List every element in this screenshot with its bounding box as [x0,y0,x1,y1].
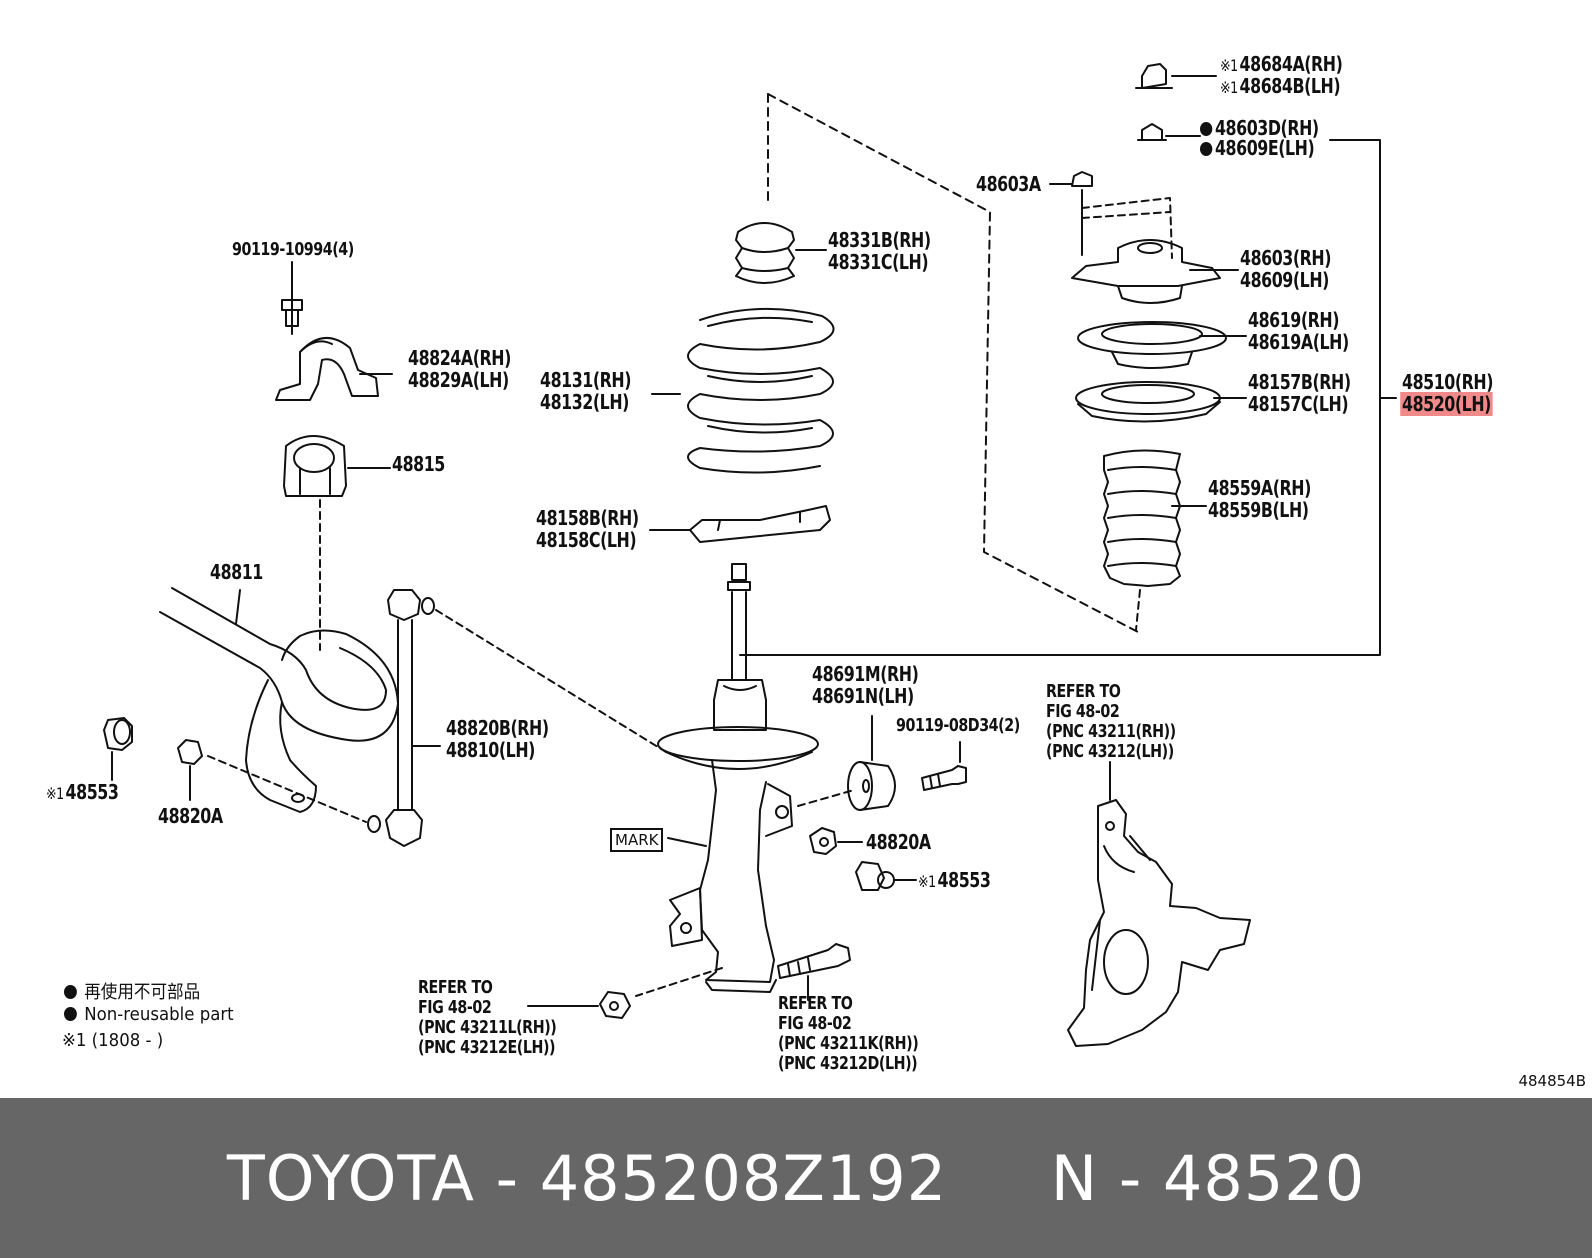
coil-spring-icon [651,307,835,474]
label-48331b: 48331B(RH) [828,228,931,252]
legend-non-reusable: Non-reusable part [64,1004,234,1025]
footer-part-info: TOYOTA - 485208Z192 N - 48520 [226,1141,1366,1215]
label-48820b: 48820B(RH) [446,716,549,740]
nut-48553-right-icon [855,861,917,891]
refer-nut-line3: (PNC 43211L(RH)) [418,1017,557,1038]
legend-footnote: ※1 (1808 - ) [62,1030,164,1051]
bolt-90119-10994-icon [281,261,303,327]
label-48619: 48619(RH) [1248,308,1340,332]
footer-brand: TOYOTA [226,1141,475,1215]
label-48158b: 48158B(RH) [536,506,639,530]
mark-box: MARK [610,828,664,852]
refer-bolt-line4: (PNC 43212D(LH)) [778,1053,918,1074]
nut-48603a-icon [1049,171,1093,256]
label-48510: 48510(RH) [1402,370,1494,394]
refer-bolt-line2: FIG 48-02 [778,1013,852,1034]
label-48132: 48132(LH) [540,390,629,414]
label-48811: 48811 [210,560,263,584]
nut-48820a-right-icon [809,827,863,855]
label-48691n: 48691N(LH) [812,684,914,708]
diagram-code: 484854B [1518,1072,1586,1090]
refer-nut-line2: FIG 48-02 [418,997,492,1018]
footer-n-label: N [1050,1141,1099,1215]
refer-knuckle-line2: FIG 48-02 [1046,701,1120,722]
insulator-48157-icon [1075,381,1247,423]
refer-nut-line1: REFER TO [418,977,493,998]
strut-mount-icon [1071,239,1239,304]
dust-boot-icon [1103,449,1207,631]
non-reusable-dot-icon [64,985,77,999]
lower-spring-seat-icon [649,505,831,543]
label-48619a: 48619A(LH) [1248,330,1349,354]
parts-diagram: ※148684A(RH) ※148684B(LH) 48603D(RH) 486… [46,52,1586,1090]
label-48829a: 48829A(LH) [408,368,509,392]
label-48157b: 48157B(RH) [1248,370,1351,394]
diagram-drawing [103,63,1397,1047]
nut-48820a-left-icon [177,739,367,823]
label-48603: 48603(RH) [1240,246,1332,270]
non-reusable-dot-icon [64,1007,77,1021]
label-48603d: 48603D(RH) [1200,118,1319,139]
refer-bolt-line3: (PNC 43211K(RH)) [778,1033,919,1054]
label-48824a: 48824A(RH) [408,346,511,370]
label-48691m: 48691M(RH) [812,662,919,686]
label-48157c: 48157C(LH) [1248,392,1349,416]
upper-cap-nut-icon [1135,63,1217,89]
refer-bolt-line1: REFER TO [778,993,853,1014]
refer-knuckle-line3: (PNC 43211(RH)) [1046,721,1176,742]
label-48553-right: ※148553 [918,868,991,892]
label-48520-highlighted[interactable]: 48520(LH) [1400,392,1493,416]
label-48609e: 48609E(LH) [1200,138,1315,159]
label-48820a-left: 48820A [158,804,223,828]
nut-48553-left-icon [103,717,133,781]
refer-knuckle-line1: REFER TO [1046,681,1121,702]
stabilizer-link-icon [367,589,667,847]
bump-stopper-icon [735,222,827,284]
lower-bolt-icon [635,943,851,1001]
footer-part-number: 485208Z192 [539,1141,948,1215]
nut-48603d-icon [1137,123,1201,141]
label-90119-10994: 90119-10994(4) [232,239,354,260]
legend-japanese: 再使用不可部品 [64,978,200,1004]
lower-nut-icon [527,991,631,1019]
non-reusable-dot-icon [1200,122,1213,136]
stabilizer-bushing-icon [283,435,391,651]
bearing-48619-icon [1077,321,1247,369]
strut-pad-icon [847,715,896,811]
label-48559b: 48559B(LH) [1208,498,1309,522]
footer-bar: TOYOTA - 485208Z192 N - 48520 [0,1098,1592,1258]
bolt-90119-08d34-icon [921,741,967,791]
label-48553-left: ※148553 [46,780,119,804]
label-48131: 48131(RH) [540,368,632,392]
label-48603a: 48603A [976,172,1041,196]
label-48158c: 48158C(LH) [536,528,637,552]
stabilizer-bar-icon [159,587,399,813]
refer-knuckle-line4: (PNC 43212(LH)) [1046,741,1174,762]
footer-n-value: 48520 [1162,1141,1366,1215]
steering-knuckle-icon [1067,761,1251,1047]
label-48815: 48815 [392,452,445,476]
refer-nut-line4: (PNC 43212E(LH)) [418,1037,556,1058]
non-reusable-dot-icon [1200,142,1213,156]
label-48684a: ※148684A(RH) [1220,52,1343,76]
label-48684b: ※148684B(LH) [1220,74,1341,98]
label-90119-08d34: 90119-08D34(2) [896,715,1020,736]
label-48609: 48609(LH) [1240,268,1329,292]
label-48331c: 48331C(LH) [828,250,929,274]
label-48559a: 48559A(RH) [1208,476,1311,500]
label-48820a-right: 48820A [866,830,931,854]
label-48810: 48810(LH) [446,738,535,762]
stabilizer-bracket-icon [275,293,393,401]
shock-absorber-strut-icon [657,563,819,993]
